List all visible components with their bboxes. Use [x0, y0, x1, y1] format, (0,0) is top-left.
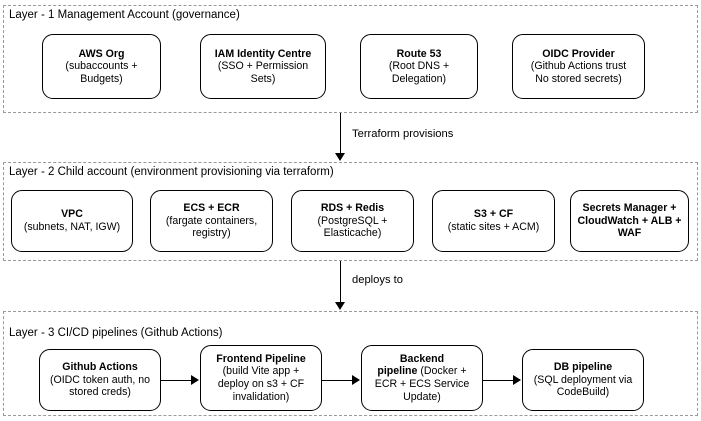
node-vpc-heading: VPC: [61, 208, 83, 221]
node-oidc-provider-heading: OIDC Provider: [542, 47, 615, 60]
node-aws-org[interactable]: AWS Org (subaccounts +Budgets): [42, 34, 161, 99]
node-s3-cf-detail: (static sites + ACM): [447, 221, 540, 233]
layer-3-title: Layer - 3 CI/CD pipelines (Github Action…: [9, 327, 223, 339]
layer-1-title: Layer - 1 Management Account (governance…: [9, 9, 240, 21]
edge-github-actions-to-frontend-arrowhead: [191, 375, 199, 385]
edge-layer1-to-layer2-line: [340, 113, 341, 154]
node-frontend-pipeline[interactable]: Frontend Pipeline (build Vite app +deplo…: [200, 345, 322, 411]
layer-2-title: Layer - 2 Child account (environment pro…: [9, 166, 334, 178]
edge-backend-to-db-arrowhead: [513, 375, 521, 385]
node-db-pipeline-heading: DB pipeline: [553, 361, 613, 374]
node-secrets-observability-heading: Secrets Manager +CloudWatch + ALB +WAF: [577, 202, 682, 240]
node-secrets-observability[interactable]: Secrets Manager +CloudWatch + ALB +WAF: [570, 190, 689, 252]
node-aws-org-heading: AWS Org: [78, 47, 125, 60]
node-s3-cf[interactable]: S3 + CF (static sites + ACM): [432, 190, 555, 252]
edge-layer2-to-layer3-line: [340, 261, 341, 303]
edge-frontend-to-backend-arrowhead: [352, 375, 360, 385]
node-rds-redis-heading: RDS + Redis: [320, 202, 385, 215]
edge-layer1-to-layer2-arrowhead: [335, 153, 345, 161]
edge-layer2-to-layer3-arrowhead: [335, 302, 345, 310]
node-route-53-detail: (Root DNS +Delegation): [388, 60, 450, 85]
node-ecs-ecr-heading: ECS + ECR: [183, 202, 240, 215]
edge-github-actions-to-frontend-line: [161, 380, 192, 381]
node-github-actions-heading: Github Actions: [62, 361, 138, 374]
node-rds-redis-detail: (PostgreSQL +Elasticache): [317, 214, 388, 240]
edge-layer2-to-layer3-label: deploys to: [350, 274, 405, 287]
node-aws-org-detail: (subaccounts +Budgets): [65, 60, 138, 85]
node-route-53[interactable]: Route 53 (Root DNS +Delegation): [360, 34, 478, 99]
node-rds-redis[interactable]: RDS + Redis (PostgreSQL +Elasticache): [291, 190, 414, 252]
node-ecs-ecr[interactable]: ECS + ECR (fargate containers,registry): [150, 190, 273, 252]
node-frontend-pipeline-heading: Frontend Pipeline: [216, 352, 306, 365]
node-s3-cf-heading: S3 + CF: [473, 208, 514, 221]
node-ecs-ecr-detail: (fargate containers,registry): [165, 214, 258, 240]
edge-frontend-to-backend-line: [322, 380, 353, 381]
node-route-53-heading: Route 53: [396, 47, 442, 60]
node-vpc[interactable]: VPC (subnets, NAT, IGW): [11, 190, 133, 252]
node-iam-identity-centre-heading: IAM Identity Centre: [214, 47, 312, 60]
edge-backend-to-db-line: [483, 380, 514, 381]
node-vpc-detail: (subnets, NAT, IGW): [23, 221, 121, 233]
edge-layer1-to-layer2-label: Terraform provisions: [350, 128, 456, 141]
